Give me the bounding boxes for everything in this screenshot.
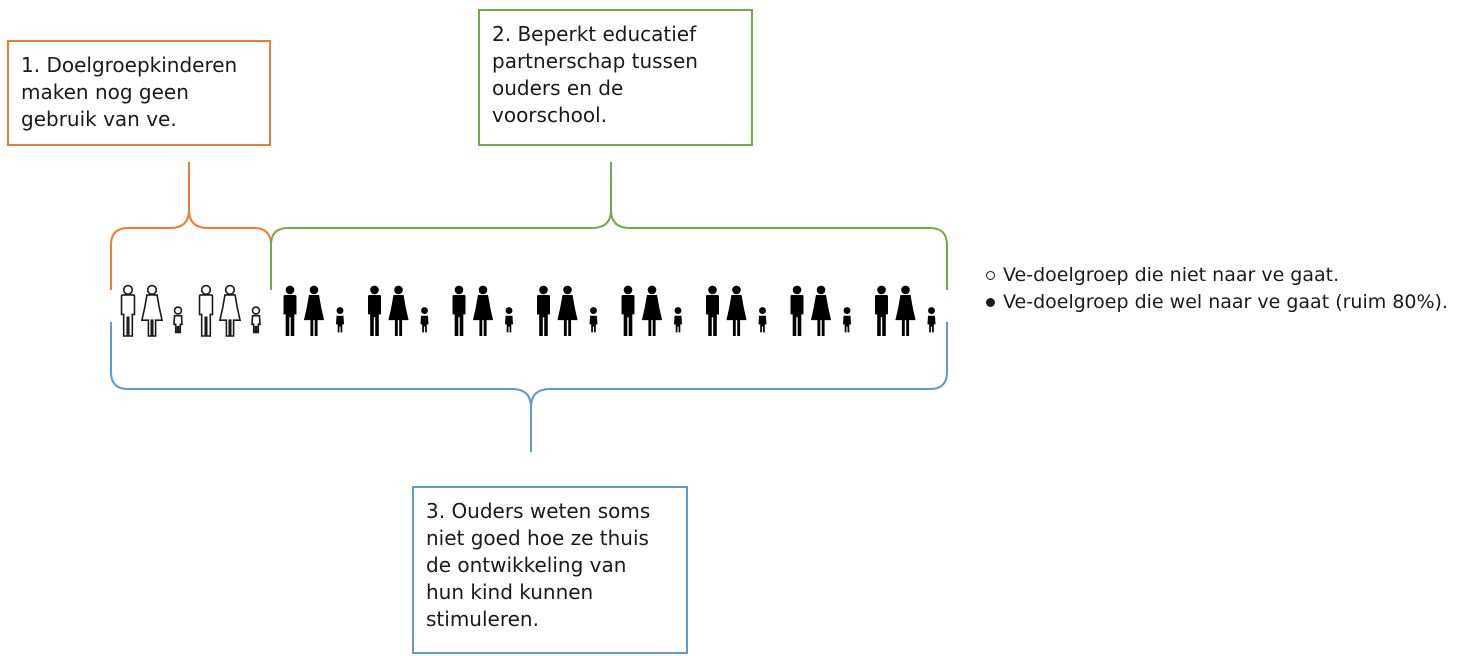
note-2-line: 2. Beperkt educatief (492, 22, 697, 46)
note-3-line: 3. Ouders weten soms (426, 499, 651, 523)
note-2-line: ouders en de (492, 76, 624, 100)
note-2-line: voorschool. (492, 103, 608, 127)
mother-icon (218, 284, 242, 337)
family-outline-icon (120, 284, 183, 337)
family-filled-icon (283, 285, 345, 336)
father-icon (120, 284, 136, 337)
father-icon (198, 284, 214, 337)
child-icon (251, 306, 261, 334)
note-3-line: hun kind kunnen (426, 580, 594, 604)
note-2-line: partnerschap tussen (492, 49, 698, 73)
mother-icon (388, 285, 409, 336)
legend-item-open: Ve-doelgroep die niet naar ve gaat. (986, 262, 1448, 289)
father-icon (621, 285, 635, 336)
mother-icon (140, 284, 164, 337)
brace-group3 (110, 322, 948, 452)
note-1-line: gebruik van ve. (21, 107, 177, 131)
family-filled-icon (621, 285, 683, 336)
note-1-line: maken nog geen (21, 80, 189, 104)
legend-open-label: Ve-doelgroep die niet naar ve gaat. (1003, 264, 1340, 286)
note-3-line: stimuleren. (426, 607, 539, 631)
child-icon (673, 307, 683, 333)
family-filled-icon (537, 285, 598, 336)
mother-icon (641, 285, 663, 336)
father-icon (537, 285, 550, 336)
father-icon (790, 285, 804, 336)
family-filled-icon (368, 285, 429, 336)
mother-icon (303, 285, 325, 336)
family-filled-icon (790, 285, 852, 336)
child-icon (927, 307, 936, 333)
father-icon (875, 285, 888, 336)
father-icon (368, 285, 381, 336)
open-circle-icon (986, 271, 995, 280)
family-filled-icon (875, 285, 936, 336)
father-icon (283, 285, 297, 336)
legend-item-filled: Ve-doelgroep die wel naar ve gaat (ruim … (986, 289, 1448, 316)
child-icon (335, 307, 345, 333)
family-outline-icon (198, 284, 261, 337)
legend-filled-label: Ve-doelgroep die wel naar ve gaat (ruim … (1003, 291, 1448, 313)
brace-group2 (270, 162, 948, 290)
note-box-3: 3. Ouders weten soms niet goed hoe ze th… (412, 486, 688, 654)
note-box-1: 1. Doelgroepkinderen maken nog geen gebr… (7, 40, 271, 146)
note-3-line: niet goed hoe ze thuis (426, 526, 649, 550)
family-filled-icon (706, 285, 767, 336)
child-icon (589, 307, 598, 333)
mother-icon (472, 285, 494, 336)
note-1-line: 1. Doelgroepkinderen (21, 53, 238, 77)
father-icon (452, 285, 466, 336)
note-3-line: de ontwikkeling van (426, 553, 627, 577)
father-icon (706, 285, 719, 336)
legend: Ve-doelgroep die niet naar ve gaat. Ve-d… (986, 262, 1448, 316)
family-filled-icon (452, 285, 514, 336)
mother-icon (557, 285, 578, 336)
filled-circle-icon (986, 298, 995, 307)
child-icon (420, 307, 429, 333)
note-box-2: 2. Beperkt educatief partnerschap tussen… (478, 9, 753, 146)
child-icon (504, 307, 514, 333)
child-icon (842, 307, 852, 333)
child-icon (173, 306, 183, 334)
mother-icon (810, 285, 832, 336)
child-icon (758, 307, 767, 333)
family-row (120, 284, 936, 337)
mother-icon (895, 285, 916, 336)
mother-icon (726, 285, 747, 336)
brace-group1 (110, 162, 272, 290)
